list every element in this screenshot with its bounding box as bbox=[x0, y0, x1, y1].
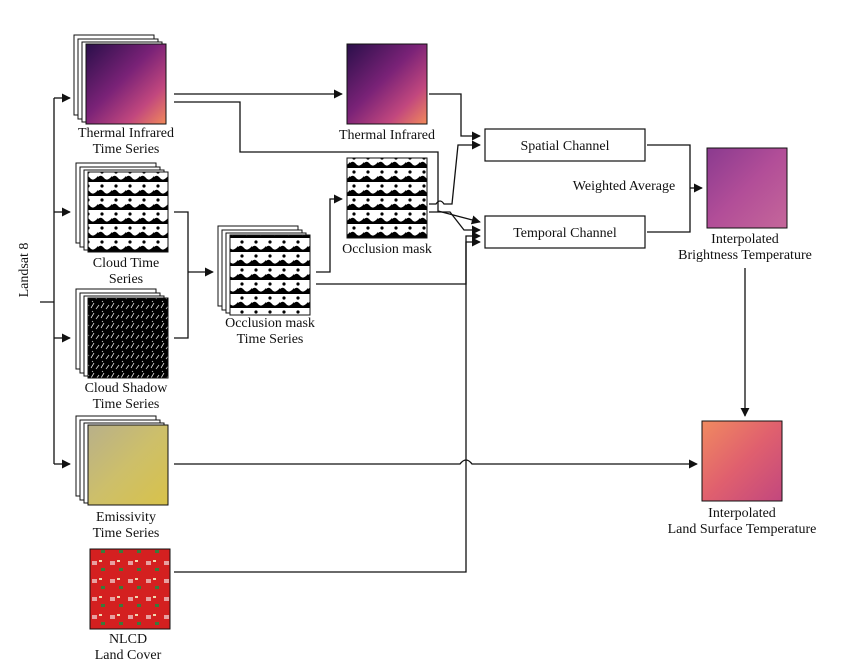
temporal-channel-label: Temporal Channel bbox=[513, 226, 617, 241]
shadow-ts-label-2: Time Series bbox=[93, 397, 160, 412]
landsat-label: Landsat 8 bbox=[17, 243, 32, 298]
edge-thermalts-temporal bbox=[174, 101, 481, 225]
occlusion-label: Occlusion mask bbox=[342, 242, 432, 257]
spatial-channel-label: Spatial Channel bbox=[520, 139, 609, 154]
nlcd-label-2: Land Cover bbox=[95, 648, 162, 663]
lst-label-1: Interpolated bbox=[708, 506, 776, 521]
nlcd-label-1: NLCD bbox=[109, 632, 147, 647]
edge-cloud-merge bbox=[174, 211, 189, 339]
edge-emissivity-lst bbox=[174, 459, 698, 469]
occlusion-image bbox=[346, 157, 428, 239]
occlusion-ts-stack bbox=[217, 225, 311, 316]
edge-occlusion-temporal bbox=[429, 211, 481, 235]
thermal-label: Thermal Infrared bbox=[339, 128, 435, 143]
emissivity-ts-label-1: Emissivity bbox=[96, 510, 156, 525]
shadow-ts-stack bbox=[75, 288, 169, 379]
edge-occlusionts-occlusion bbox=[316, 194, 343, 273]
lst-label-2: Land Surface Temperature bbox=[668, 522, 817, 537]
edge-thermal-spatial bbox=[429, 93, 481, 141]
cloud-ts-label-1: Cloud Time bbox=[93, 256, 160, 271]
thermal-ts-label-1: Thermal Infrared bbox=[78, 126, 174, 141]
thermal-image bbox=[346, 43, 428, 125]
brightness-label-2: Brightness Temperature bbox=[678, 248, 812, 263]
trunk-line bbox=[40, 98, 55, 464]
thermal-ts-label-2: Time Series bbox=[93, 142, 160, 157]
spatial-channel-box bbox=[484, 128, 646, 162]
edge-occlusion-spatial bbox=[429, 140, 481, 205]
brightness-label-1: Interpolated bbox=[711, 232, 779, 247]
thermal-ts-stack bbox=[73, 34, 167, 125]
occlusion-ts-label-1: Occlusion mask bbox=[225, 316, 315, 331]
weighted-average-label: Weighted Average bbox=[573, 179, 675, 194]
shadow-ts-label-1: Cloud Shadow bbox=[85, 381, 169, 396]
occlusion-ts-label-2: Time Series bbox=[237, 332, 304, 347]
nlcd-image bbox=[89, 548, 171, 630]
lst-image bbox=[701, 420, 783, 502]
cloud-ts-stack bbox=[75, 162, 169, 253]
emissivity-ts-stack bbox=[75, 415, 169, 506]
edge-nlcd-temporal bbox=[174, 231, 481, 573]
temporal-channel-box bbox=[484, 215, 646, 249]
cloud-ts-label-2: Series bbox=[109, 272, 143, 287]
brightness-image bbox=[706, 147, 788, 229]
emissivity-ts-label-2: Time Series bbox=[93, 526, 160, 541]
